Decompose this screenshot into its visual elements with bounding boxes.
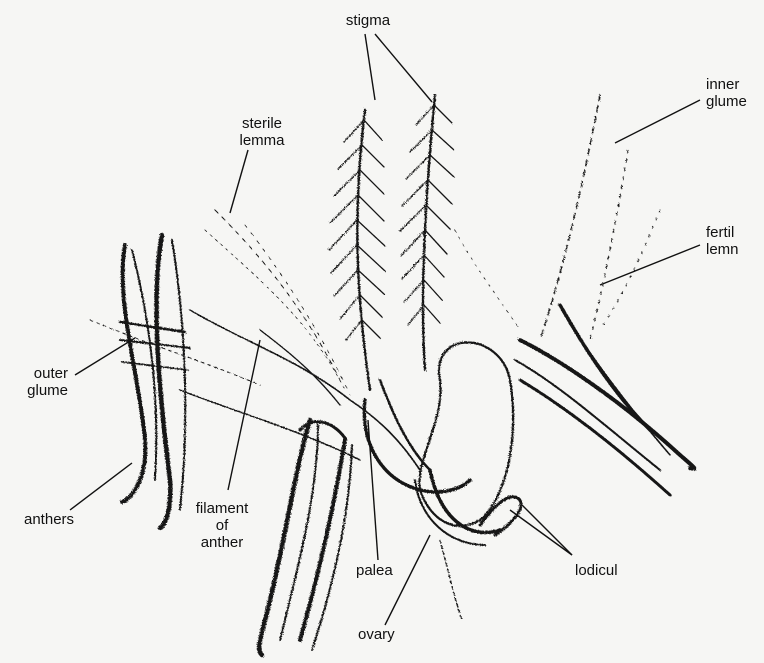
leader-fertile-lemma [600, 245, 700, 285]
label-filament-line3: anther [180, 534, 264, 551]
leader-filament [228, 340, 260, 490]
leader-inner-glume [615, 100, 700, 143]
label-filament-line2: of [180, 517, 264, 534]
label-outer-glume-line2: glume [6, 382, 68, 399]
label-fertile-lemma-line2: lemn [706, 241, 739, 258]
label-sterile-lemma-line2: lemma [226, 132, 298, 149]
label-fertile-lemma-line1: fertil [706, 224, 739, 241]
leader-ovary [385, 535, 430, 625]
leader-stigma-1 [365, 34, 375, 100]
leader-outer-glume [75, 338, 135, 375]
anther-shape [259, 420, 352, 655]
label-sterile-lemma-line1: sterile [226, 115, 298, 132]
stigma-branches [329, 105, 454, 340]
label-inner-glume-line2: glume [706, 93, 747, 110]
label-inner-glume-line1: inner [706, 76, 747, 93]
label-fertile-lemma: fertil lemn [706, 224, 739, 258]
palea-shape [364, 400, 470, 492]
outer-glume-shape [120, 235, 190, 528]
label-filament-of-anther: filament of anther [180, 500, 264, 551]
leader-lodicule-1 [510, 510, 572, 555]
label-filament-line1: filament [180, 500, 264, 517]
label-lodicule: lodicul [575, 562, 618, 579]
lodicule-shape [480, 497, 521, 535]
leader-sterile-lemma [230, 150, 248, 213]
label-outer-glume-line1: outer [6, 365, 68, 382]
label-ovary: ovary [358, 626, 395, 643]
label-sterile-lemma: sterile lemma [226, 115, 298, 149]
leader-lodicule-2 [522, 505, 572, 555]
label-anthers: anthers [24, 511, 74, 528]
leader-stigma-2 [375, 34, 432, 102]
label-outer-glume: outer glume [6, 365, 68, 399]
label-inner-glume: inner glume [706, 76, 747, 110]
leader-palea [368, 420, 378, 560]
label-palea: palea [356, 562, 393, 579]
inner-glume-shape [540, 95, 600, 340]
ovary-shape [419, 343, 513, 526]
label-stigma: stigma [330, 12, 406, 29]
